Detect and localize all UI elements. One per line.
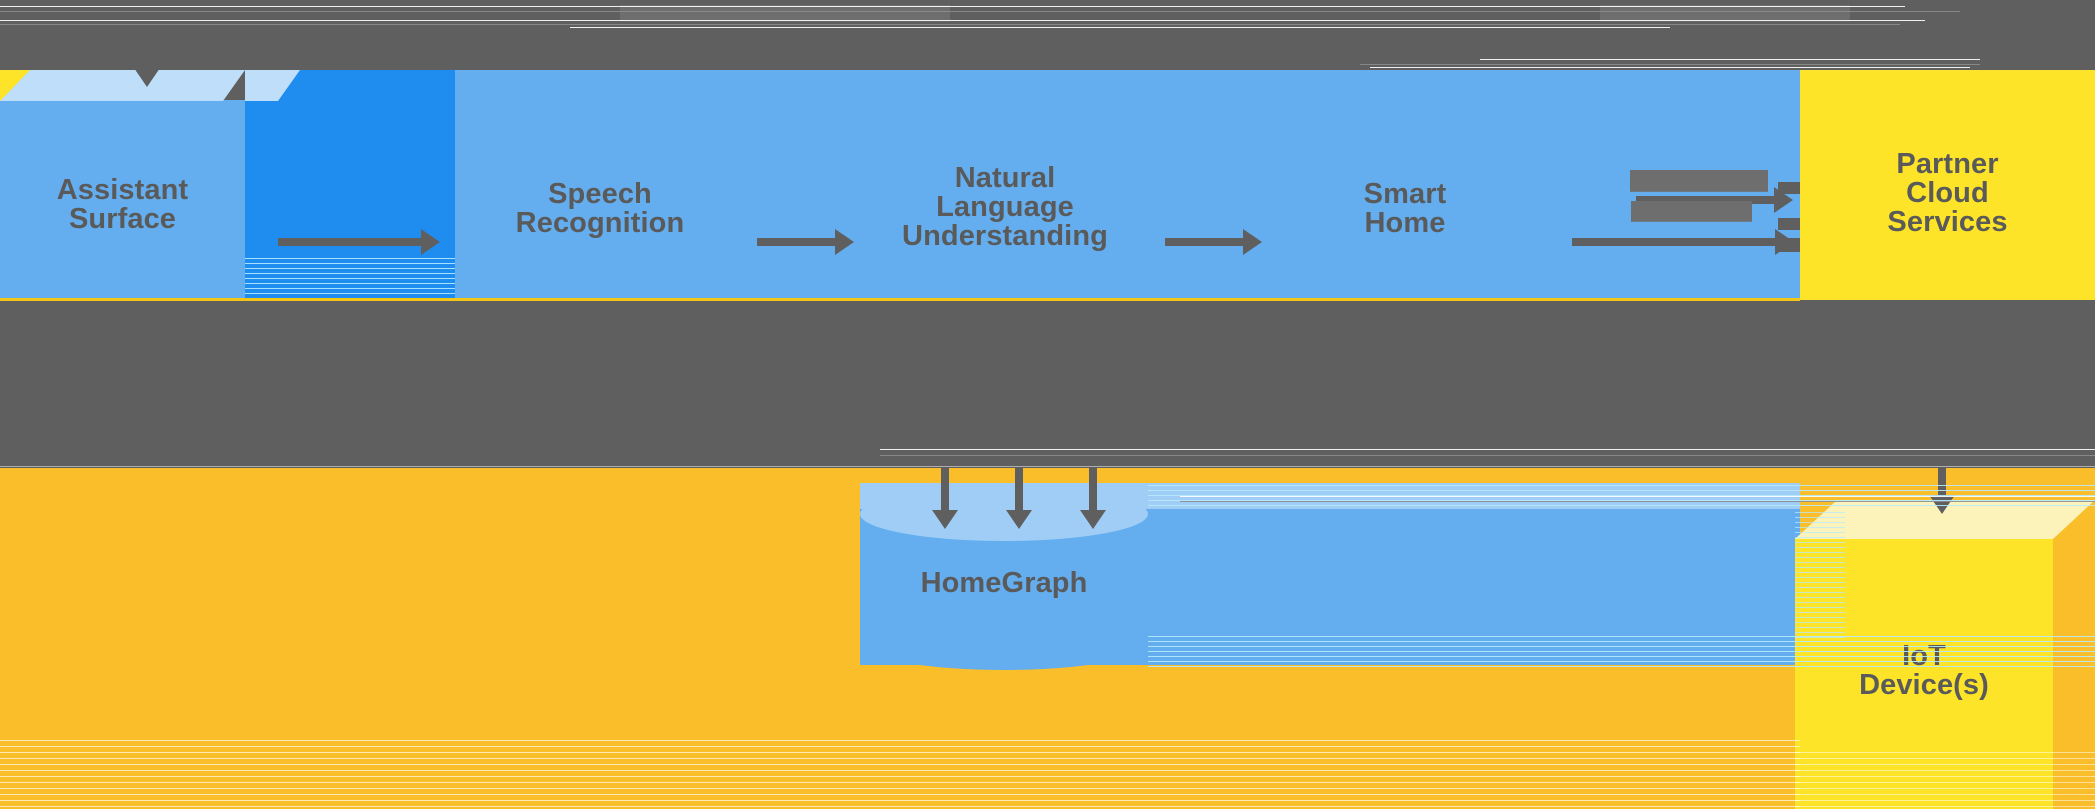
assistant-link-slab <box>245 70 455 300</box>
iot-devices-right-face <box>2053 500 2095 809</box>
middle-gray-band <box>0 400 2095 468</box>
node-assistant-surface[interactable]: Assistant Surface <box>0 70 245 300</box>
arrow-partner-status-return <box>1636 187 1793 213</box>
partner-cloud-services-label: Partner Cloud Services <box>1887 148 2008 238</box>
arrow-sync-homegraph-1 <box>932 462 958 529</box>
node-partner-cloud-services[interactable]: Partner Cloud Services <box>1800 70 2095 300</box>
top-gray-band <box>0 0 2095 70</box>
arrow-assistant-to-speech <box>278 229 440 255</box>
arrow-user-utterance <box>134 16 160 87</box>
arrow-nlu-to-smarthome <box>1165 229 1262 255</box>
assistant-link-slab-top <box>245 70 300 101</box>
iot-devices-front-face <box>1795 538 2053 809</box>
pipeline-band <box>455 70 1800 300</box>
assistant-surface-top-face <box>0 70 245 101</box>
arrow-sync-homegraph-3 <box>1080 462 1106 529</box>
arrow-speech-to-nlu <box>757 229 854 255</box>
assistant-surface-front-face <box>0 100 245 300</box>
arrow-sync-homegraph-2 <box>1006 462 1032 529</box>
node-iot-devices[interactable]: IoT Device(s) <box>1795 500 2095 809</box>
arrow-partner-to-iot <box>1929 447 1955 514</box>
arrow-smarthome-to-partner <box>1572 229 1794 255</box>
